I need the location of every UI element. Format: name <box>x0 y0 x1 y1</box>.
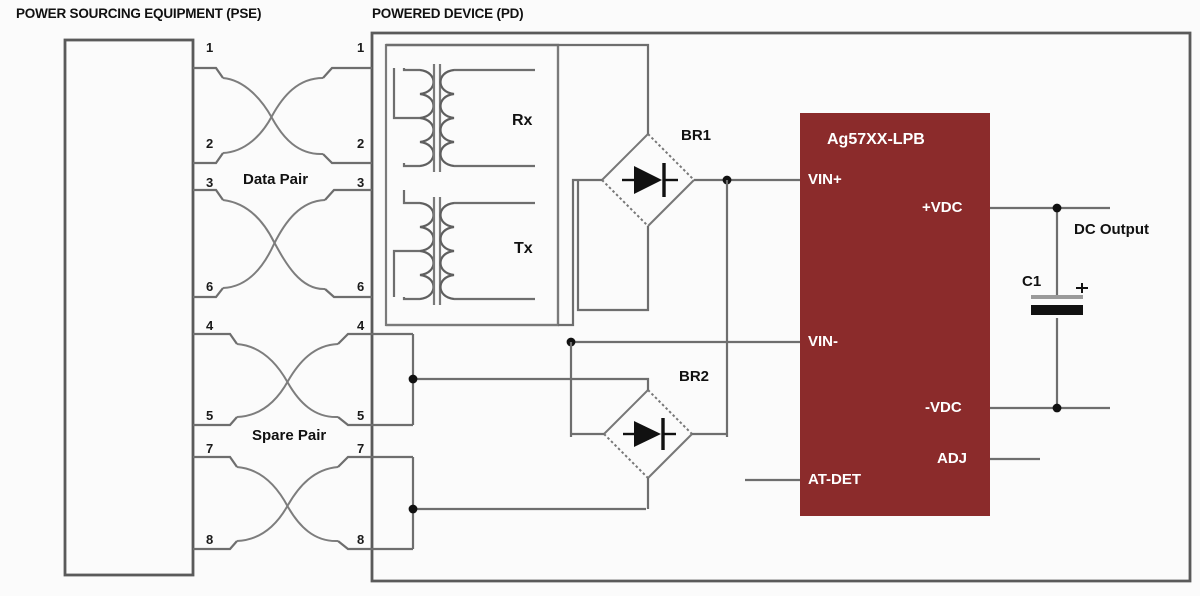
tx-primary-coil <box>419 201 435 301</box>
ic-pin-minus-vdc: -VDC <box>925 399 962 416</box>
wire-pse-pin6 <box>193 287 224 299</box>
br1-label: BR1 <box>681 127 712 144</box>
tx-primary-centertap <box>392 249 420 297</box>
pse-pin-2: 2 <box>206 136 214 151</box>
node-spare45 <box>408 374 418 384</box>
wire-br1-bottom <box>576 181 650 312</box>
br1-edge-br <box>647 179 695 227</box>
wire-pse-pin3 <box>193 188 224 201</box>
pse-pin-8: 8 <box>206 532 214 547</box>
tx-primary-top-lead <box>402 190 420 205</box>
pd-pin-3: 3 <box>357 175 365 190</box>
pse-pin-4: 4 <box>206 318 214 333</box>
twist-data-4 <box>222 199 326 289</box>
capacitor-ref-label: C1 <box>1022 273 1042 290</box>
pd-pin-1: 1 <box>357 40 365 55</box>
wire-pd-pin4 <box>337 332 413 345</box>
pd-pin-5: 5 <box>357 408 365 423</box>
magnetics-box <box>384 43 560 327</box>
data-pair-label: Data Pair <box>243 171 309 188</box>
wire-pd-pin7 <box>337 455 413 468</box>
wire-pd-pin3 <box>324 188 372 201</box>
ic-pin-vin-minus: VIN- <box>808 333 838 350</box>
ic-pin-vin-plus: VIN+ <box>808 171 842 188</box>
wire-pse-pin7 <box>193 455 238 468</box>
ic-part-number: Ag57XX-LPB <box>827 131 925 148</box>
pse-pin-5: 5 <box>206 408 214 423</box>
node-minusvdc <box>1052 403 1062 413</box>
dc-output-label: DC Output <box>1074 221 1149 238</box>
wire-br1-top <box>386 43 650 134</box>
ic-pin-plus-vdc: +VDC <box>922 199 963 216</box>
magnetics-box-extend <box>386 43 560 327</box>
wire-br2-top <box>573 377 650 390</box>
tx-primary-bot-lead <box>402 297 420 301</box>
rx-transformer-label: Rx <box>512 112 533 129</box>
spare-pair-label: Spare Pair <box>252 427 327 444</box>
wire-pd-pin5 <box>337 416 413 427</box>
tx-secondary-coil <box>439 201 455 301</box>
pse-pin-1: 1 <box>206 40 214 55</box>
tx-transformer-label: Tx <box>514 240 533 257</box>
pd-pin-4: 4 <box>357 318 365 333</box>
pd-box <box>370 31 1192 583</box>
br1-diode-triangle <box>634 166 662 194</box>
wire-pd-pin2 <box>322 153 372 165</box>
rx-primary-bot-lead <box>402 163 420 168</box>
pse-title: POWER SOURCING EQUIPMENT (PSE) <box>16 6 262 21</box>
node-spare78 <box>408 504 418 514</box>
ic-block <box>800 113 990 516</box>
pse-pin-3: 3 <box>206 175 214 190</box>
wire-pd-pin1 <box>322 66 372 79</box>
wire-br1-left <box>558 178 602 327</box>
pd-pin-2: 2 <box>357 136 365 151</box>
br1-edge-tr <box>647 133 695 181</box>
ic-pin-at-det: AT-DET <box>808 471 862 488</box>
pd-pin-7: 7 <box>357 441 365 456</box>
wire-pse-pin5 <box>193 416 238 427</box>
ic-pin-adj: ADJ <box>937 450 968 467</box>
br1-edge-tl <box>601 133 649 181</box>
rx-secondary-coil <box>439 68 455 168</box>
wire-pse-pin8 <box>193 540 238 551</box>
pd-pin-6: 6 <box>357 279 365 294</box>
br1-edge-bl <box>601 179 649 227</box>
br2-label: BR2 <box>679 368 710 385</box>
wire-pd-pin6 <box>324 288 372 299</box>
br2-edge-tr <box>647 389 693 435</box>
cap-plate-bottom <box>1031 305 1083 315</box>
br2-edge-bl <box>603 433 649 479</box>
twist-spare-4 <box>236 466 339 542</box>
pd-title: POWERED DEVICE (PD) <box>372 6 524 21</box>
wire-pse-pin4 <box>193 332 238 345</box>
wire-pd-pin8 <box>337 540 413 551</box>
rx-primary-centertap <box>392 68 420 120</box>
rx-primary-top-lead <box>402 68 420 72</box>
br2-diode-triangle <box>634 421 661 447</box>
pse-box <box>63 38 195 577</box>
pd-pin-8: 8 <box>357 532 365 547</box>
pse-pin-7: 7 <box>206 441 214 456</box>
pse-pin-6: 6 <box>206 279 214 294</box>
node-plusvdc <box>1052 203 1062 213</box>
br2-edge-br <box>647 433 693 479</box>
twist-data-2 <box>222 77 324 154</box>
wire-pse-pin2 <box>193 152 224 165</box>
br2-edge-tl <box>603 389 649 435</box>
twist-spare-2 <box>236 343 339 418</box>
wire-pse-pin1 <box>193 66 224 79</box>
rx-primary-coil <box>419 68 435 168</box>
